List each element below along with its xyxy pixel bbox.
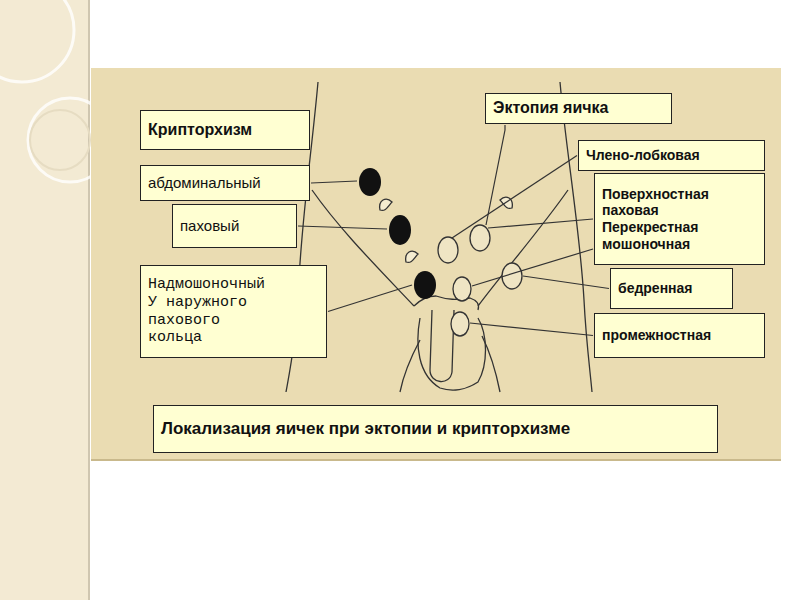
testis-inguinal xyxy=(389,215,411,245)
testis-ectopic xyxy=(451,312,469,336)
box-text: бедренная xyxy=(618,280,693,297)
label-box: бедренная xyxy=(610,268,733,309)
label-box: Члено-лобковая xyxy=(578,140,765,171)
penis xyxy=(430,310,454,382)
leader-line xyxy=(523,276,609,289)
label-box: Надмошоночный У наружного пахового кольц… xyxy=(140,265,327,358)
box-text: промежностная xyxy=(602,327,711,344)
body-outline xyxy=(286,82,592,392)
panel xyxy=(91,68,781,460)
box-text: Члено-лобковая xyxy=(586,147,700,164)
thigh-right xyxy=(482,336,500,392)
testis-ectopic xyxy=(470,225,490,251)
label-box: Поверхностная паховая Перекрестная мошон… xyxy=(594,173,765,265)
leader-line xyxy=(470,323,593,336)
box-text: Эктопия яичка xyxy=(493,99,608,118)
leader-lines xyxy=(298,125,609,336)
strip-edge xyxy=(88,0,90,600)
label-box: паховый xyxy=(172,204,297,248)
deco-circle xyxy=(30,110,90,170)
ring-mark xyxy=(406,251,418,262)
leader-line xyxy=(488,219,593,228)
box-text: Крипторхизм xyxy=(148,121,252,140)
inguinal-right xyxy=(478,190,568,306)
leader-line xyxy=(311,181,357,183)
leader-line xyxy=(328,285,412,312)
label-box: Крипторхизм xyxy=(140,110,310,150)
ring-mark xyxy=(380,199,392,210)
cryptorchid-testes xyxy=(359,168,436,299)
box-text: абдоминальный xyxy=(148,174,261,192)
testis-ectopic xyxy=(438,237,458,263)
testis-suprascrotal xyxy=(414,271,436,299)
box-text: Локализация яичек при эктопии и крипторх… xyxy=(161,419,570,439)
box-text: Надмошоночный У наружного пахового кольц… xyxy=(148,276,283,347)
leader-line xyxy=(472,249,593,286)
panel-shadow xyxy=(91,459,781,461)
inguinal-rings xyxy=(380,197,513,262)
thigh-left xyxy=(400,340,420,392)
testis-ectopic xyxy=(453,277,471,301)
box-text: паховый xyxy=(180,217,239,235)
box-text: Поверхностная паховая Перекрестная мошон… xyxy=(602,186,732,252)
label-box: абдоминальный xyxy=(140,165,310,201)
testis-abdominal xyxy=(359,168,381,196)
ectopic-testes xyxy=(438,225,522,336)
leader-line xyxy=(298,226,387,229)
caption-box: Локализация яичек при эктопии и крипторх… xyxy=(153,405,718,453)
side-strip xyxy=(0,0,88,600)
label-box: промежностная xyxy=(594,313,765,358)
deco-circle xyxy=(0,0,74,82)
label-box: Эктопия яичка xyxy=(485,93,672,124)
body-right-side xyxy=(560,82,592,392)
